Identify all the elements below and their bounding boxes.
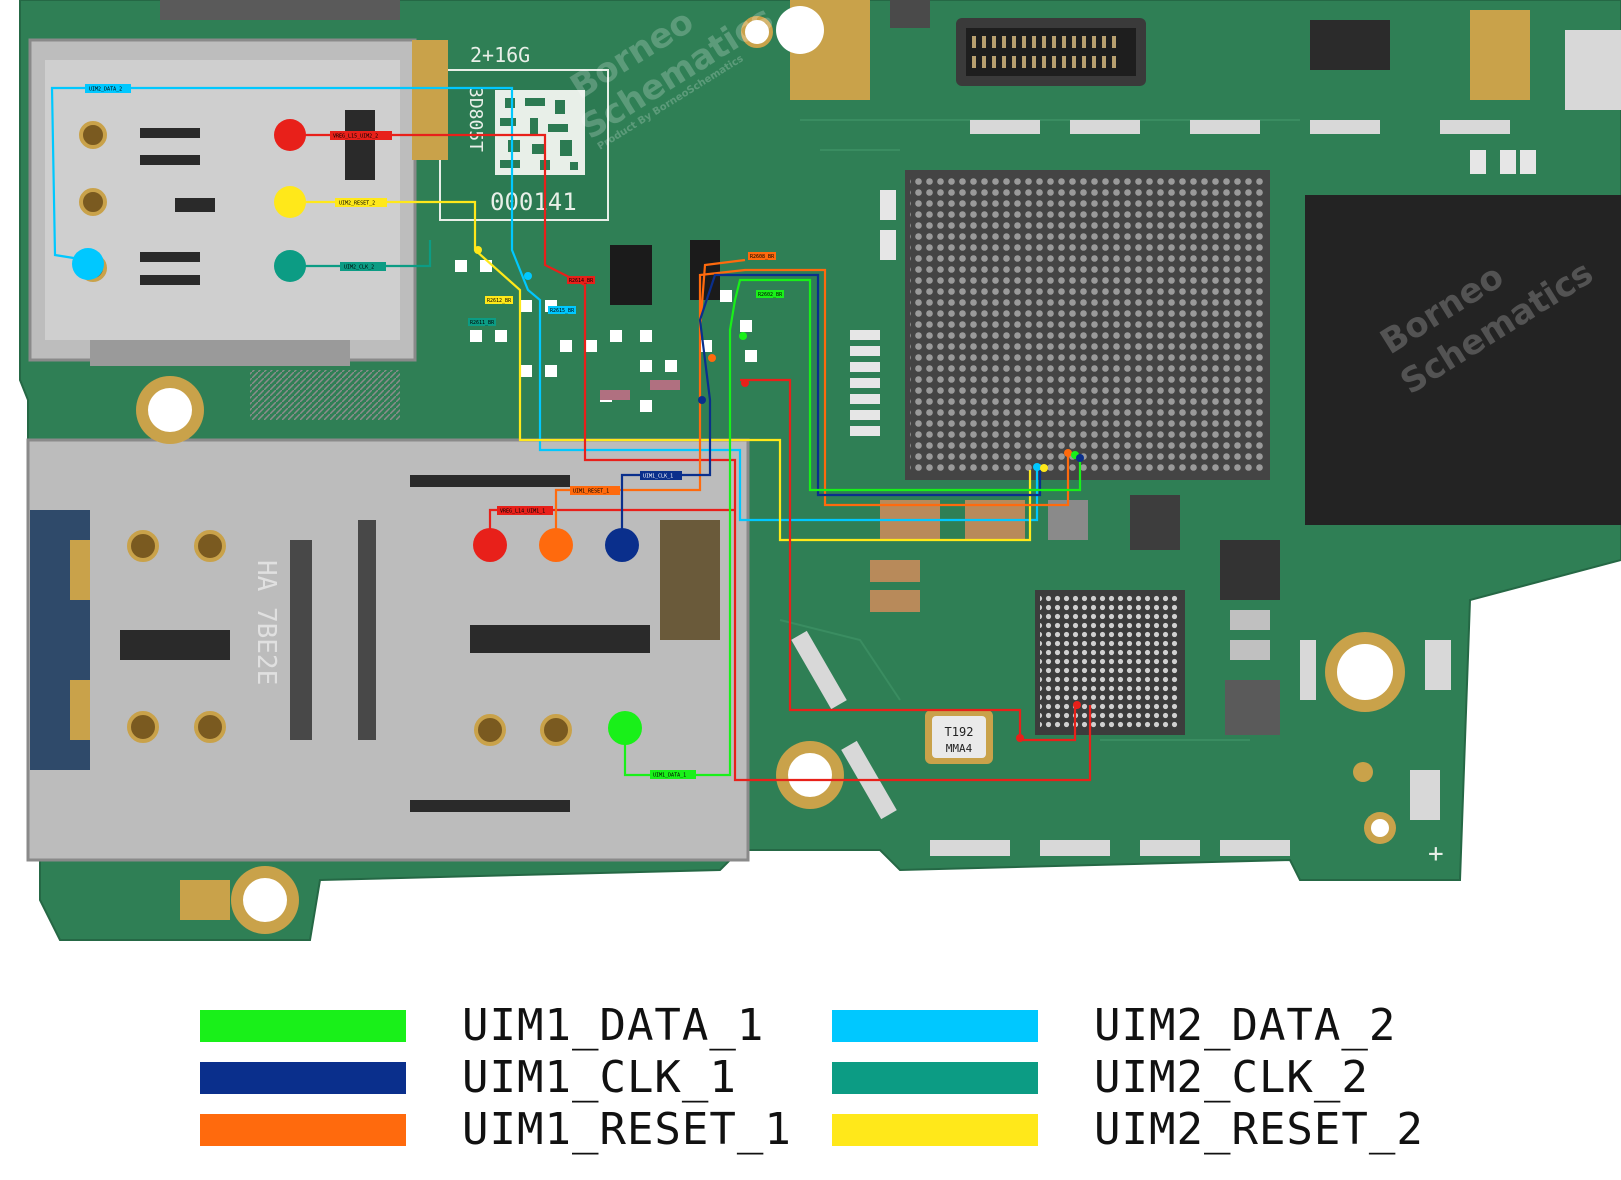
chip-code: 3D805T	[465, 87, 486, 152]
trace-tags: UIM2_DATA_2 VREG_L15_UIM2_2 UIM2_RESET_2…	[85, 84, 784, 779]
legend-label: UIM2_RESET_2	[1094, 1104, 1424, 1155]
legend-label: UIM1_DATA_1	[462, 1000, 765, 1051]
crystal-label-top: T192	[945, 725, 974, 739]
ram-label: 2+16G	[470, 43, 530, 67]
legend-swatch	[200, 1114, 406, 1146]
trace-uim1-reset	[554, 258, 1070, 545]
trace-uim2-reset	[290, 200, 1032, 542]
legend-swatch	[832, 1010, 1038, 1042]
tag-uim2-reset: UIM2_RESET_2	[339, 201, 375, 207]
uim2-clk-pin	[274, 250, 306, 282]
mounting-holes	[136, 376, 1405, 934]
pcb-diagram: T192 MMA4	[19, 0, 1621, 941]
tag-uim2-data: UIM2_DATA_2	[89, 87, 122, 93]
crystal-label-bottom: MMA4	[946, 742, 973, 755]
legend-label: UIM1_CLK_1	[462, 1052, 737, 1103]
plus-marking: +	[1428, 839, 1444, 869]
sim-pin-markers	[72, 119, 642, 745]
legend-swatch	[832, 1114, 1038, 1146]
uim1-data-pin	[608, 711, 642, 745]
uim1-vreg-pin	[473, 528, 507, 562]
tag-r2614: R2614_BR	[569, 278, 594, 284]
uim1-clk-pin	[605, 528, 639, 562]
tray-code: HA 7BE2E	[251, 560, 281, 685]
legend-swatch	[200, 1010, 406, 1042]
tag-uim1-clk: UIM1_CLK_1	[643, 474, 673, 480]
soc-pad-dots	[474, 246, 1084, 742]
pcb-board-view: T192 MMA4	[19, 0, 1621, 941]
tag-uim2-clk: UIM2_CLK_2	[344, 265, 374, 271]
tag-uim1-reset: UIM1_RESET_1	[573, 489, 609, 495]
tag-vreg-l14: VREG_L14_UIM1_1	[500, 509, 545, 515]
tag-vreg-l15: VREG_L15_UIM2_2	[333, 134, 378, 140]
legend-label: UIM2_DATA_2	[1094, 1000, 1397, 1051]
legend-swatch	[832, 1062, 1038, 1094]
uim2-reset-pin	[274, 186, 306, 218]
legend-swatch	[200, 1062, 406, 1094]
signal-legend: UIM1_DATA_1 UIM1_CLK_1 UIM1_RESET_1 UIM2…	[0, 950, 1621, 1180]
legend-label: UIM1_RESET_1	[462, 1104, 792, 1155]
serial-number: 000141	[490, 188, 577, 216]
tag-r2615: R2615_BR	[550, 308, 575, 314]
uim1-reset-pin	[539, 528, 573, 562]
uim2-vreg-pin	[274, 119, 306, 151]
trace-vreg-l15	[290, 133, 1092, 782]
tag-r2602: R2602_BR	[758, 292, 783, 298]
tag-r2608: R2608_BR	[750, 254, 775, 260]
memory-chip	[1305, 195, 1621, 525]
tag-r2611: R2611_BR	[470, 320, 495, 326]
legend-label: UIM2_CLK_2	[1094, 1052, 1369, 1103]
sim1-tray: HA 7BE2E	[26, 438, 750, 862]
uim2-data-pin	[72, 248, 104, 280]
tag-uim1-data: UIM1_DATA_1	[653, 773, 686, 779]
tag-r2612: R2612_BR	[487, 298, 512, 304]
